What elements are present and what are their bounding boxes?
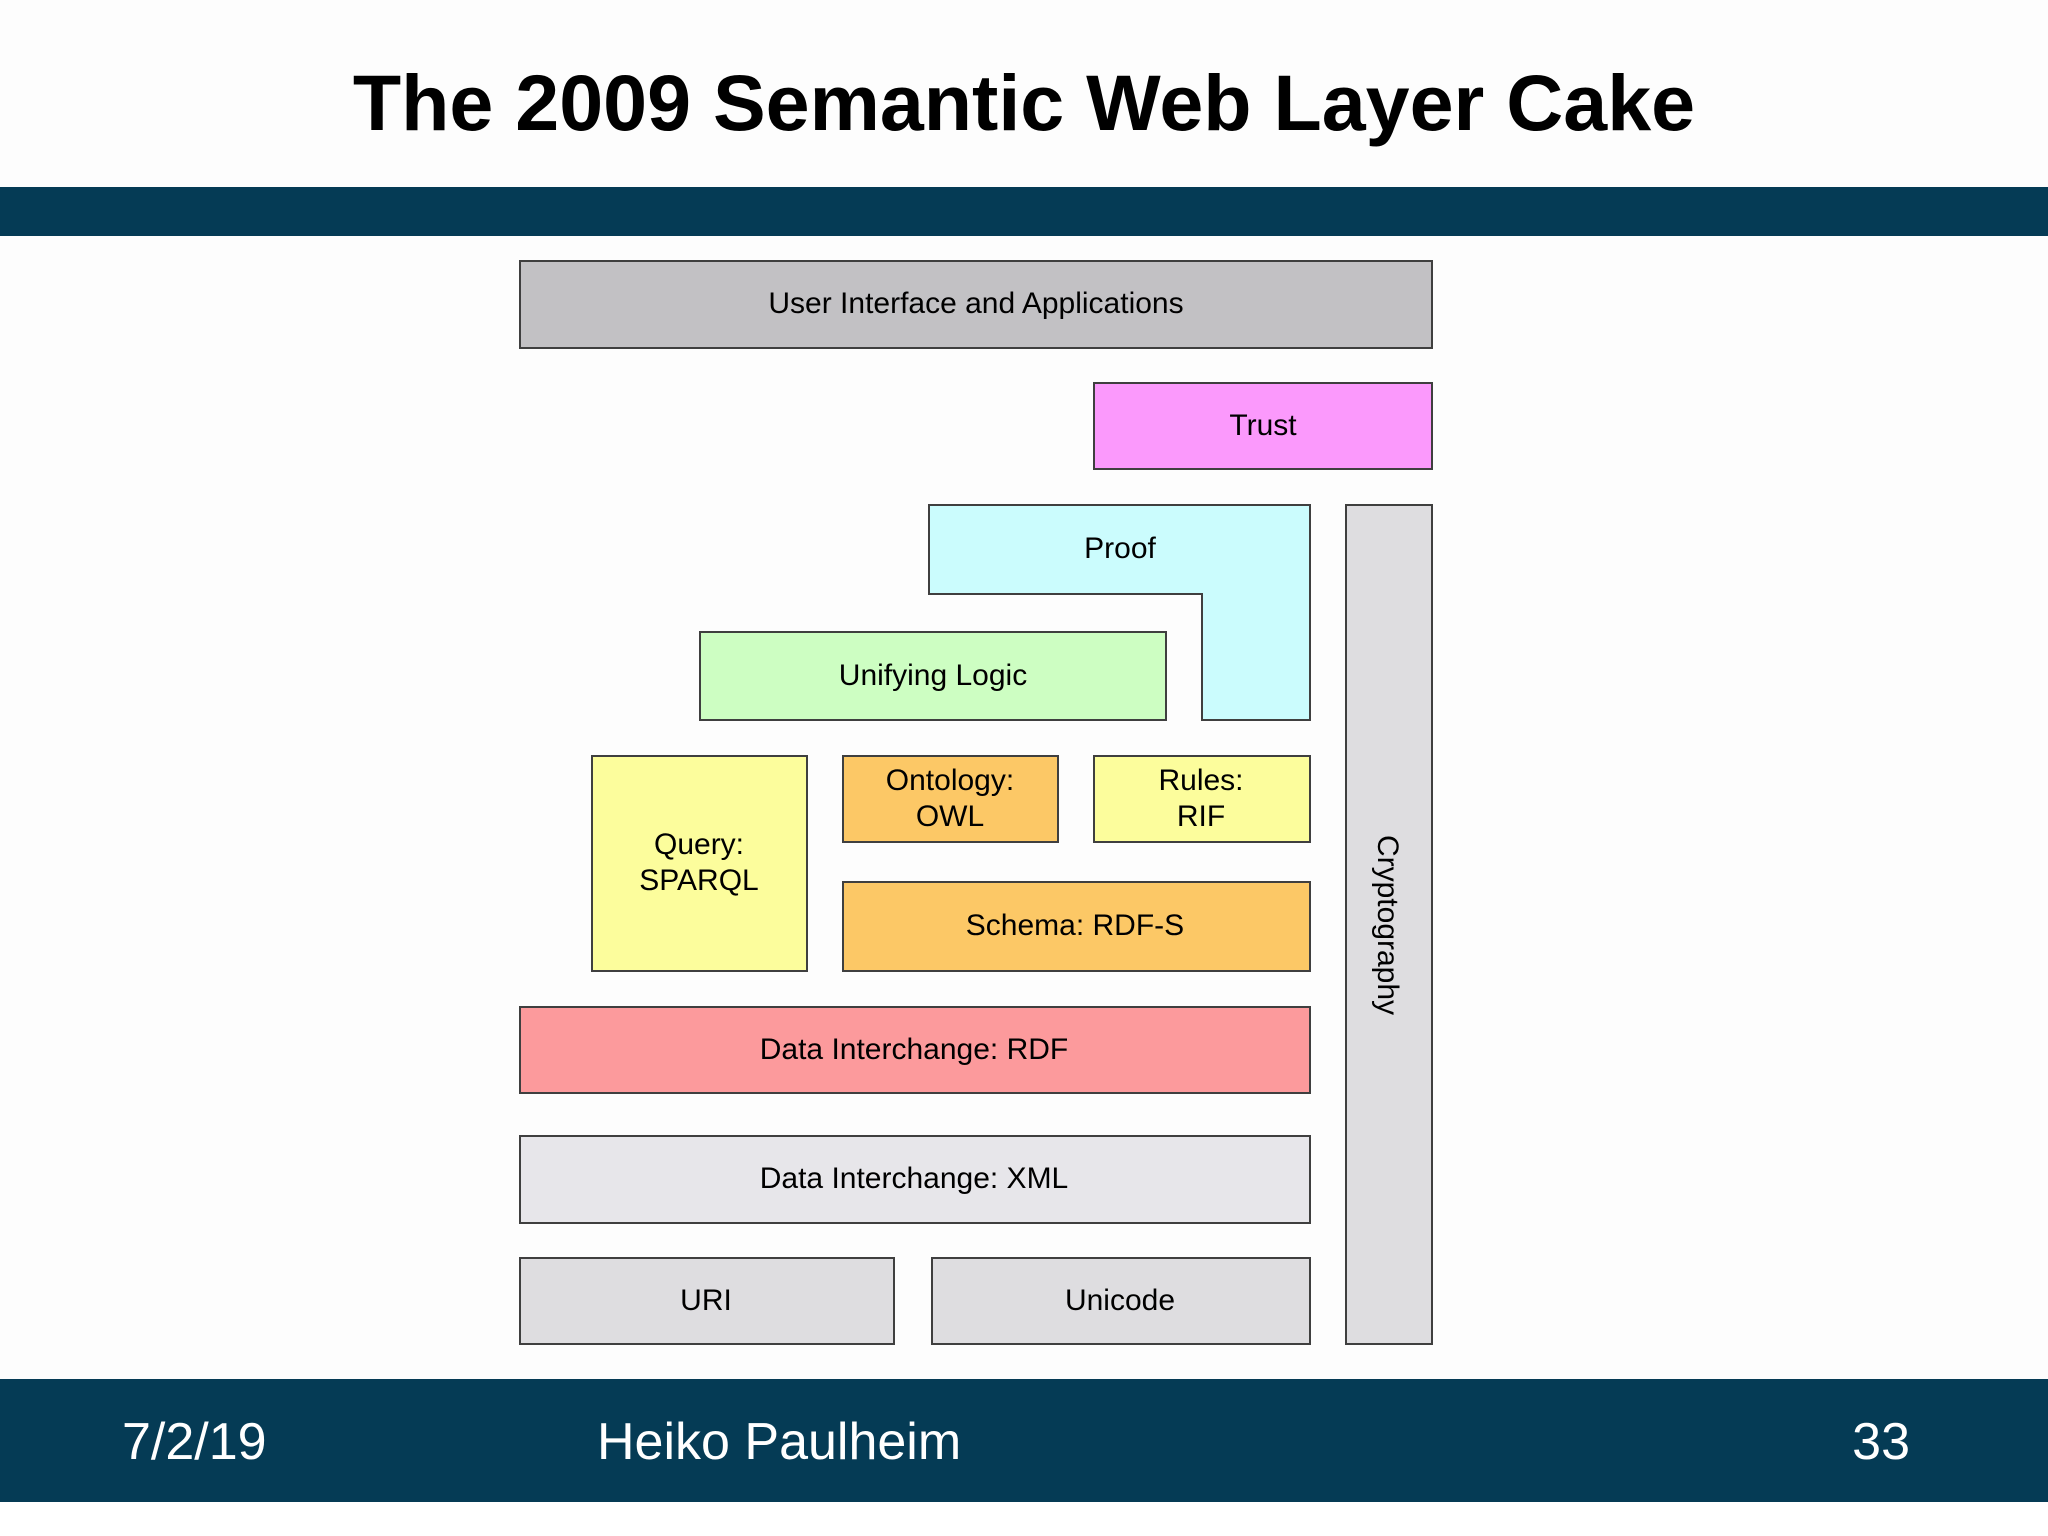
footer-author: Heiko Paulheim [597,1413,962,1471]
footer-bar [0,1379,2048,1502]
ui-layer-box [519,260,1433,349]
xml-layer-box [519,1135,1311,1224]
title-divider-bar [0,187,2048,236]
rules-rif-label-line1: Rules: [1158,764,1243,797]
ontology-owl-box [842,755,1059,843]
xml-layer-label: Data Interchange: XML [760,1162,1069,1195]
schema-rdfs-box [842,881,1311,972]
slide-title: The 2009 Semantic Web Layer Cake [352,58,1696,147]
unifying-logic-layer-label: Unifying Logic [839,659,1027,692]
bottom-margin [0,1502,2048,1536]
unicode-layer-label: Unicode [1065,1284,1175,1317]
ontology-owl-label-line2: OWL [916,800,984,833]
proof-layer-label: Proof [1084,532,1156,565]
cryptography-layer-box [1345,504,1433,1345]
query-sparql-label-line1: Query: [654,828,744,861]
ontology-owl-label-line1: Ontology: [886,764,1014,797]
rdf-layer-box [519,1006,1311,1094]
footer-date: 7/2/19 [122,1413,267,1471]
rdf-layer-label: Data Interchange: RDF [760,1033,1068,1066]
query-sparql-box [591,755,808,972]
ui-layer-label: User Interface and Applications [768,287,1183,320]
cryptography-layer-label: Cryptography [1371,835,1404,1015]
unifying-logic-layer-box [699,631,1167,721]
rules-rif-label-line2: RIF [1177,800,1225,833]
rules-rif-box [1093,755,1311,843]
proof-layer-box [928,504,1311,721]
trust-layer-box [1093,382,1433,470]
unicode-layer-box [931,1257,1311,1345]
query-sparql-label-line2: SPARQL [639,864,759,897]
trust-layer-label: Trust [1229,409,1297,442]
uri-layer-box [519,1257,895,1345]
uri-layer-label: URI [680,1284,732,1317]
slide-number: 33 [1852,1413,1910,1471]
schema-rdfs-label: Schema: RDF-S [966,909,1184,942]
